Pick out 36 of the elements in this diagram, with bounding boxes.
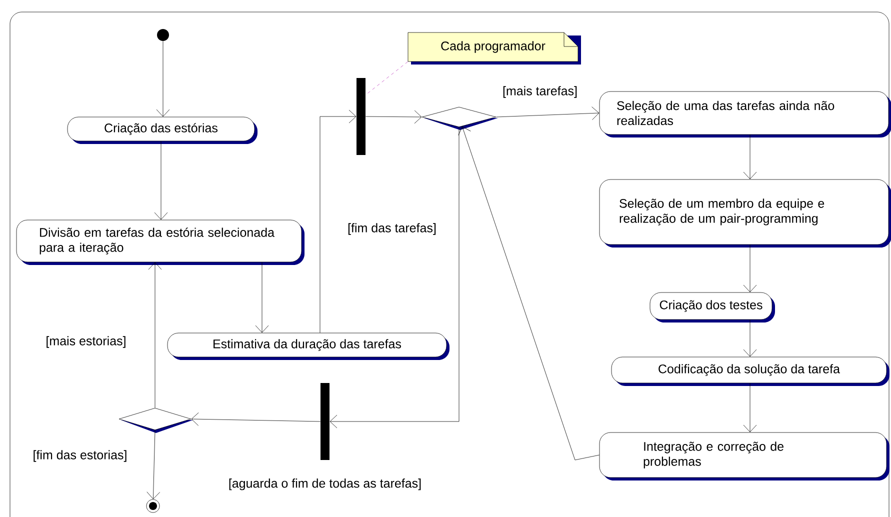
- guard-label: [mais estorias]: [44, 335, 128, 349]
- activity-box: Codificação da solução da tarefa: [611, 356, 890, 386]
- activity-box: Integração e correção de problemas: [599, 432, 890, 480]
- arrow: [156, 41, 170, 117]
- arrow: [496, 106, 600, 120]
- end-point: [146, 499, 160, 513]
- guard-label: [mais tarefas]: [502, 85, 579, 99]
- sync-bar: [320, 383, 330, 460]
- leader-line: [366, 62, 408, 96]
- decision-diamond: [422, 106, 498, 130]
- arrow: [743, 320, 757, 357]
- arrow: [366, 110, 422, 124]
- sync-bar: [356, 78, 366, 155]
- activity-box: Seleção de um membro da equipe e realização de um pair-programming: [599, 179, 891, 248]
- arrow: [255, 262, 269, 333]
- arrow: [146, 430, 160, 500]
- guard-label: [aguarda o fim de todas as tarefas]: [229, 478, 421, 490]
- guard-label: [fim das estorias]: [32, 449, 128, 463]
- arrow: [191, 412, 320, 426]
- arrow: [320, 110, 356, 333]
- note: Cada programador: [408, 32, 581, 64]
- guard-label: [fim das tarefas]: [346, 222, 438, 236]
- arrow: [458, 126, 600, 460]
- activity-box: Criação das estórias: [67, 116, 258, 144]
- activity-box: Criação dos testes: [650, 292, 775, 322]
- arrow: [743, 134, 757, 180]
- start-dot: [157, 29, 169, 41]
- activity-box: Divisão em tarefas da estória selecionada para a iteração: [16, 220, 304, 265]
- arrow: [743, 383, 757, 432]
- arrow: [154, 141, 168, 220]
- arrow: [330, 127, 460, 428]
- activity-box: Seleção de uma das tarefas ainda não realizadas: [599, 91, 891, 138]
- arrow: [743, 244, 757, 292]
- activity-box: Estimativa da duração das tarefas: [167, 332, 450, 360]
- decision-diamond: [118, 408, 193, 433]
- arrow: [148, 262, 162, 408]
